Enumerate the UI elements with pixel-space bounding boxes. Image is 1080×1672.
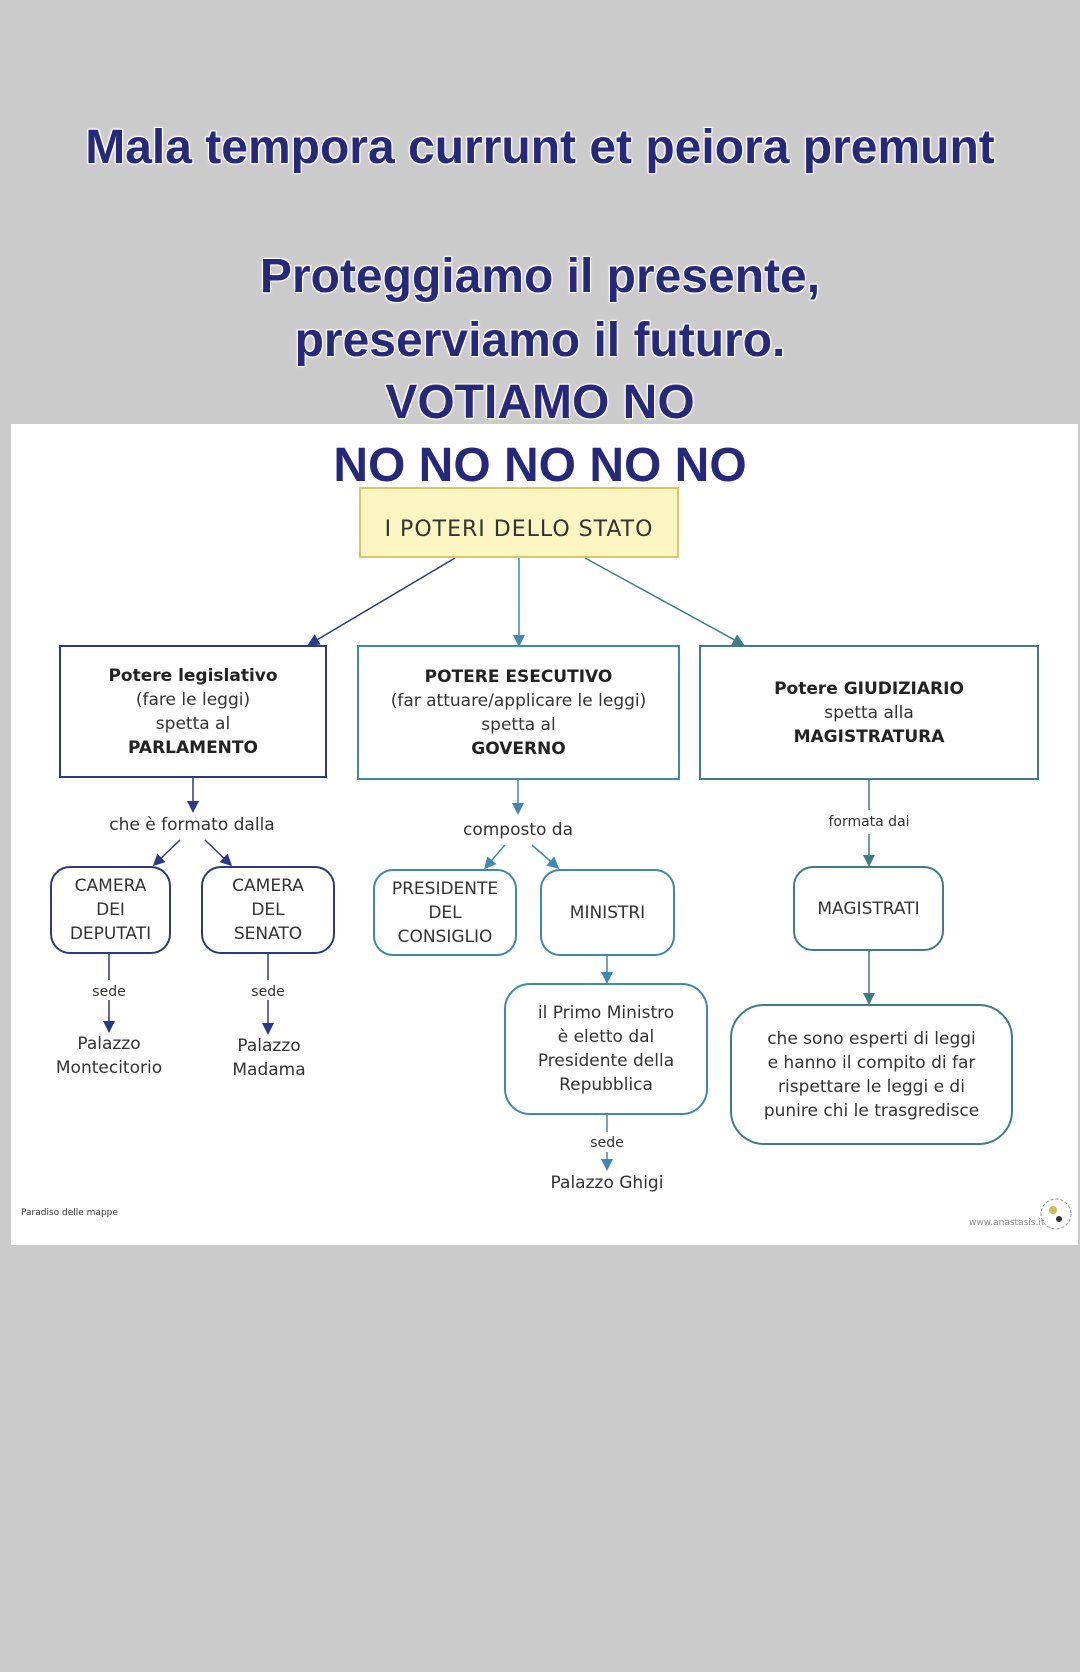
node-text: CAMERA <box>74 876 147 896</box>
node-text: che sono esperti di leggi <box>767 1028 976 1049</box>
link-magistratura: formata dai <box>828 814 910 830</box>
palazzo-montecitorio: Palazzo Montecitorio <box>56 1032 162 1080</box>
node-text: punire chi le trasgredisce <box>763 1100 980 1121</box>
sede-label: sede <box>92 984 126 1000</box>
legislativo-spetta: spetta al <box>155 713 231 734</box>
node-text: MINISTRI <box>569 902 646 923</box>
magistrati-node: MAGISTRATI <box>793 866 944 951</box>
node-text: CAMERA <box>232 876 304 896</box>
giudiziario-magistratura: MAGISTRATURA <box>793 726 945 747</box>
anastasis-logo <box>1040 1198 1072 1230</box>
headline-latin: Mala tempora currunt et peiora premunt <box>85 121 995 174</box>
giudiziario-spetta: spetta alla <box>824 702 914 723</box>
node-text: Presidente della <box>537 1051 675 1071</box>
esecutivo-governo: GOVERNO <box>471 738 566 759</box>
node-text: DEL <box>251 900 285 920</box>
palazzo-madama: Palazzo Madama <box>232 1034 305 1082</box>
credit-right: www.anastasis.it <box>969 1218 1045 1228</box>
sede-label: sede <box>590 1135 624 1151</box>
node-text: Repubblica <box>559 1075 653 1095</box>
node-text: CONSIGLIO <box>397 926 493 947</box>
arrow-to-legislativo <box>307 557 456 646</box>
node-text: DEL <box>428 902 462 923</box>
esecutivo-desc: (far attuare/applicare le leggi) <box>390 690 647 711</box>
node-text: e hanno il compito di far <box>767 1052 976 1073</box>
place-text: Palazzo <box>237 1036 301 1056</box>
headline-votiamo-no: VOTIAMO NO <box>385 376 695 429</box>
link-parlamento: che è formato dalla <box>109 815 275 835</box>
node-text: è eletto dal <box>557 1027 655 1047</box>
legislativo-desc: (fare le leggi) <box>135 689 251 710</box>
credit-left: Paradiso delle mappe <box>21 1208 118 1218</box>
ministri-node: MINISTRI <box>540 869 675 956</box>
sede-label: sede <box>251 984 285 1000</box>
node-text: DEPUTATI <box>69 924 152 944</box>
node-text: PRESIDENTE <box>391 878 499 899</box>
giudiziario-box: Potere GIUDIZIARIO spetta alla MAGISTRAT… <box>699 645 1039 780</box>
node-text: DEI <box>96 900 125 920</box>
node-text: rispettare le leggi e di <box>778 1076 965 1097</box>
node-text: SENATO <box>233 924 303 944</box>
node-text: MAGISTRATI <box>817 898 920 919</box>
esecutivo-box: POTERE ESECUTIVO (far attuare/applicare … <box>357 645 680 780</box>
camera-deputati-node: CAMERA DEI DEPUTATI <box>50 866 171 954</box>
node-text: il Primo Ministro <box>537 1003 675 1023</box>
esperti-node: che sono esperti di leggi e hanno il com… <box>730 1004 1013 1145</box>
map-title: I POTERI DELLO STATO <box>384 516 654 542</box>
primo-ministro-node: il Primo Ministro è eletto dal President… <box>504 983 708 1115</box>
camera-senato-node: CAMERA DEL SENATO <box>201 866 335 954</box>
title-box: I POTERI DELLO STATO <box>359 487 679 558</box>
legislativo-box: Potere legislativo (fare le leggi) spett… <box>59 645 327 778</box>
palazzo-ghigi: Palazzo Ghigi <box>550 1173 664 1193</box>
esecutivo-spetta: spetta al <box>481 714 556 735</box>
legislativo-parlamento: PARLAMENTO <box>128 737 258 758</box>
headline-no-repeated: NO NO NO NO NO <box>333 439 747 492</box>
giudiziario-heading: Potere GIUDIZIARIO <box>774 678 964 699</box>
esecutivo-heading: POTERE ESECUTIVO <box>424 666 613 687</box>
arrow-to-giudiziario <box>584 557 745 646</box>
place-text: Madama <box>232 1060 306 1080</box>
headline-proteggiamo: Proteggiamo il presente, <box>259 250 821 303</box>
headline-preserviamo: preserviamo il futuro. <box>294 314 786 367</box>
link-governo: composto da <box>462 820 574 840</box>
presidente-consiglio-node: PRESIDENTE DEL CONSIGLIO <box>373 869 517 956</box>
legislativo-heading: Potere legislativo <box>108 665 278 686</box>
place-text: Montecitorio <box>55 1058 163 1078</box>
place-text: Palazzo <box>77 1034 141 1054</box>
